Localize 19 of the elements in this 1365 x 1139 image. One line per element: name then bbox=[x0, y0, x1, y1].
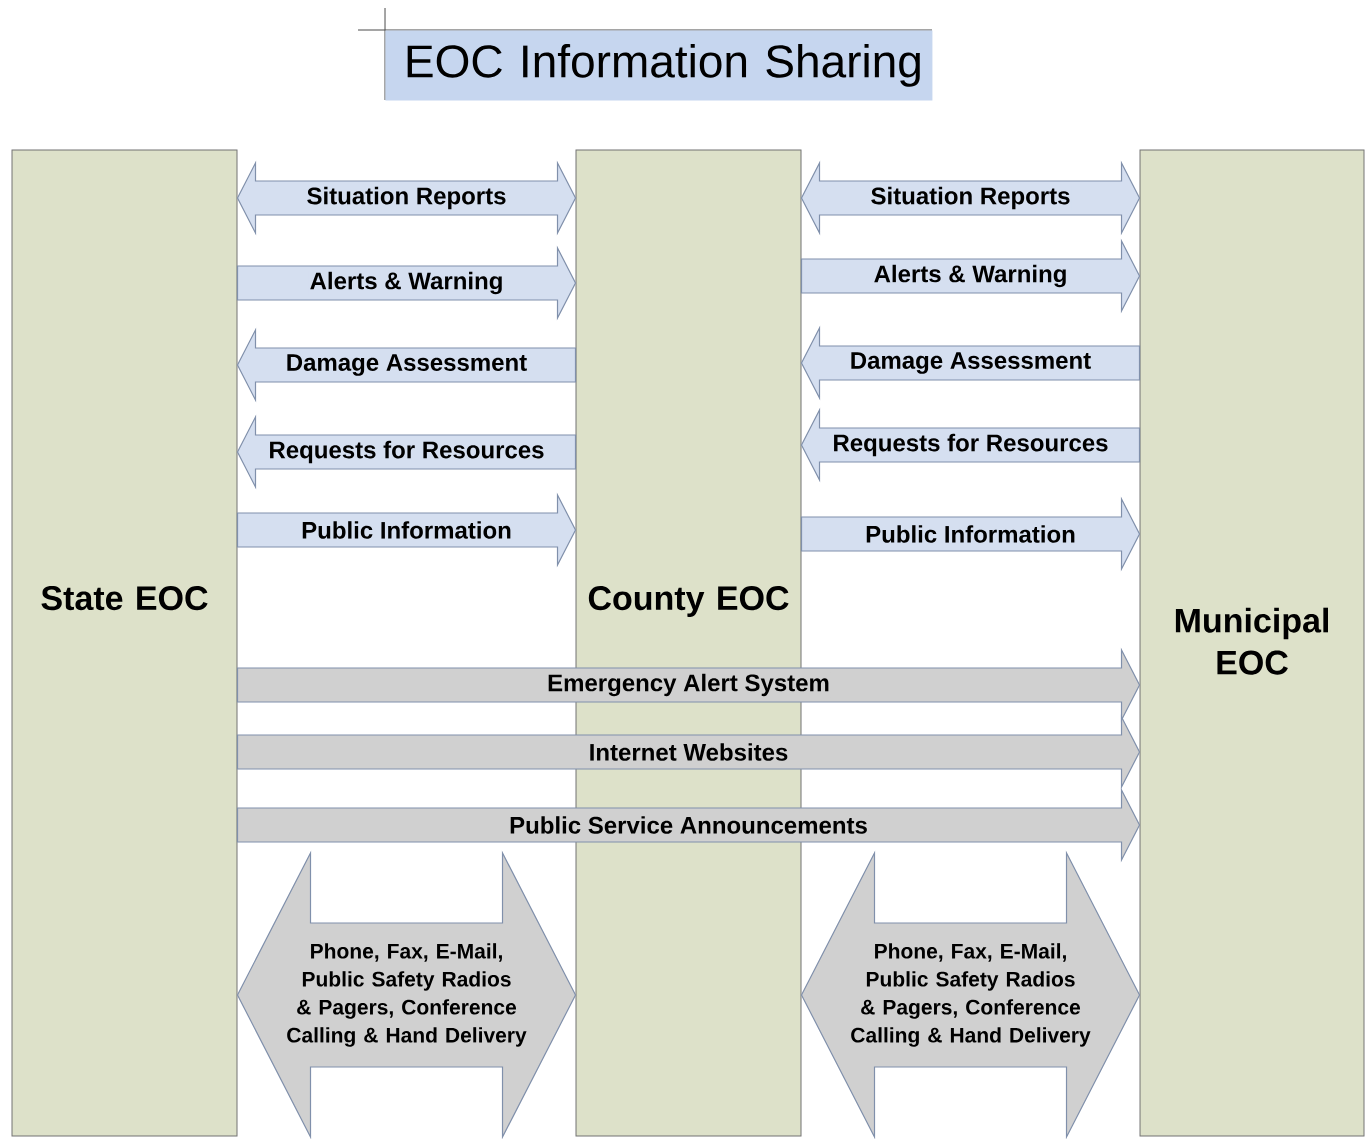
eoc-column: State EOC bbox=[11, 149, 238, 1137]
edge-label: Situation Reports bbox=[869, 185, 1072, 211]
edge-label: Alerts & Warning bbox=[872, 263, 1069, 289]
eoc-column: Municipal EOC bbox=[1139, 149, 1365, 1137]
edge-label: Damage Assessment bbox=[848, 351, 1093, 375]
edge-label: Requests for Resources bbox=[831, 432, 1110, 458]
edge-label: Internet Websites bbox=[587, 742, 790, 762]
edge-label: Public Information bbox=[300, 520, 513, 540]
edge-label: Public Information bbox=[864, 524, 1077, 544]
title-box: EOC Information Sharing bbox=[357, 7, 933, 101]
edge-label: Damage Assessment bbox=[284, 353, 529, 377]
edge-label: Alerts & Warning bbox=[308, 270, 505, 296]
block-arrow bbox=[800, 850, 1141, 1139]
edge-label: Phone, Fax, E-Mail, Public Safety Radios & Pagers, Conference Calling & Hand Delivery bbox=[851, 943, 1091, 1047]
edge-label: Situation Reports bbox=[305, 185, 508, 211]
block-arrow bbox=[236, 850, 577, 1139]
block-arrow bbox=[236, 714, 1141, 790]
edge-label: Requests for Resources bbox=[267, 439, 546, 465]
edge-label: Phone, Fax, E-Mail, Public Safety Radios & Pagers, Conference Calling & Hand Delivery bbox=[287, 943, 527, 1047]
